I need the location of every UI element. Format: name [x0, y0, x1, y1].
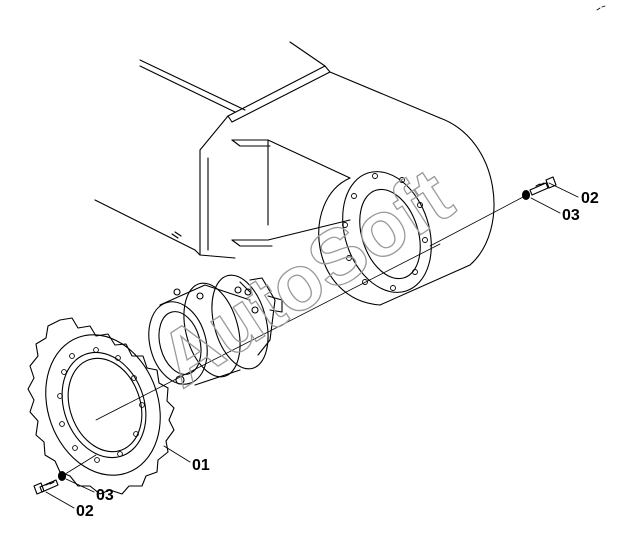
bolt-left — [33, 479, 59, 495]
label-bolt-left: 02 — [76, 503, 94, 520]
label-bolt-right: 02 — [581, 190, 599, 207]
watermark-text: AutoSoft — [143, 151, 467, 404]
leader-lines — [45, 182, 579, 509]
frame-hub-flange — [342, 171, 432, 293]
label-sprocket: 01 — [192, 457, 210, 474]
bolt-axis-line-right — [429, 195, 526, 247]
label-washer-left: 03 — [96, 487, 114, 504]
travel-motor — [148, 274, 283, 386]
track-frame — [94, 41, 495, 306]
drive-sprocket — [27, 317, 175, 495]
label-washer-right: 03 — [562, 207, 580, 224]
assembly-axis-line — [95, 243, 441, 421]
bolt-right — [529, 176, 557, 196]
washer-right — [521, 189, 531, 201]
